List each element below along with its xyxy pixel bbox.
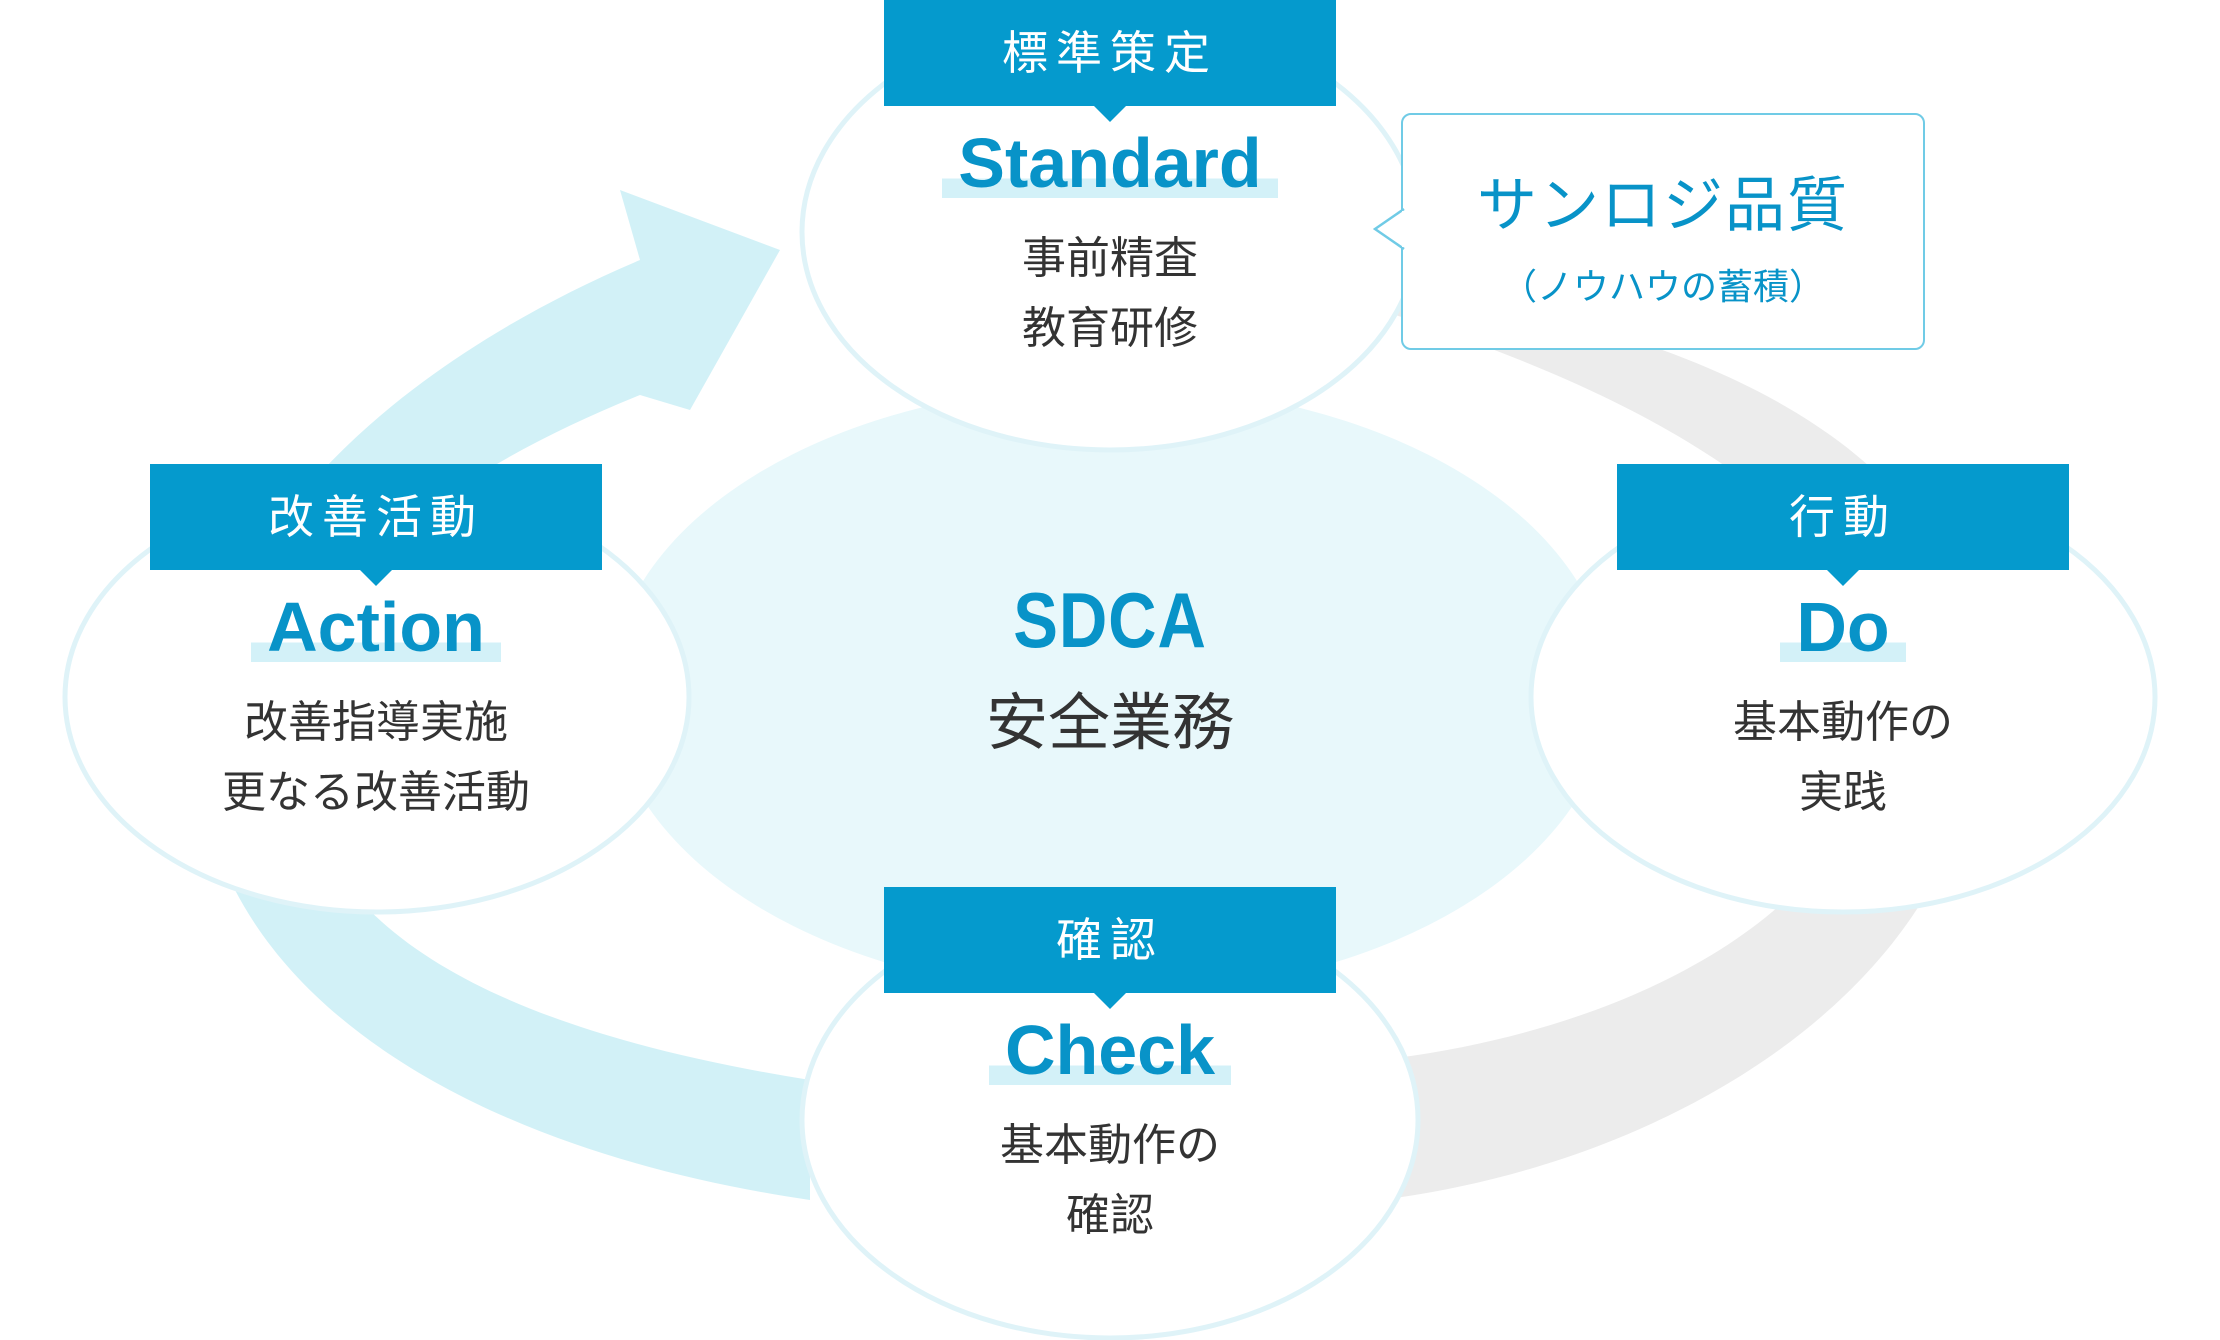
pointer-down-icon bbox=[1094, 106, 1126, 122]
node-do-en: Do bbox=[1780, 592, 1906, 662]
center-title: SDCA 安全業務 bbox=[960, 575, 1260, 762]
node-do: 行動 Do 基本動作の 実践 bbox=[1617, 464, 2069, 828]
node-action-desc: 改善指導実施 更なる改善活動 bbox=[222, 697, 530, 818]
node-do-label-box: 行動 bbox=[1617, 464, 2069, 586]
center-title-jp: 安全業務 bbox=[985, 686, 1234, 759]
center-ellipse bbox=[610, 385, 1610, 995]
cycle-arrow-left bbox=[198, 190, 810, 1200]
node-standard-label-box: 標準策定 bbox=[884, 0, 1336, 122]
node-do-label: 行動 bbox=[1789, 490, 1897, 544]
center-title-en: SDCA bbox=[1013, 576, 1207, 664]
node-check: 確認 Check 基本動作の 確認 bbox=[884, 887, 1336, 1251]
callout-subtitle: （ノウハウの蓄積） bbox=[1500, 267, 1825, 308]
node-check-en: Check bbox=[988, 1015, 1232, 1085]
node-action-label: 改善活動 bbox=[268, 490, 484, 544]
quality-callout: サンロジ品質 （ノウハウの蓄積） bbox=[1373, 113, 1925, 350]
node-action: 改善活動 Action 改善指導実施 更なる改善活動 bbox=[150, 464, 602, 828]
node-standard-en: Standard bbox=[942, 128, 1278, 198]
pointer-down-icon bbox=[1827, 570, 1859, 586]
callout-title: サンロジ品質 bbox=[1477, 171, 1849, 241]
node-check-label: 確認 bbox=[1056, 913, 1164, 967]
node-check-desc: 基本動作の 確認 bbox=[1000, 1120, 1220, 1241]
callout-tail-icon bbox=[1373, 207, 1405, 251]
node-action-label-box: 改善活動 bbox=[150, 464, 602, 586]
node-do-desc: 基本動作の 実践 bbox=[1733, 697, 1953, 818]
pointer-down-icon bbox=[1094, 993, 1126, 1009]
node-standard: 標準策定 Standard 事前精査 教育研修 bbox=[884, 0, 1336, 364]
node-standard-desc: 事前精査 教育研修 bbox=[1022, 233, 1198, 354]
node-action-en: Action bbox=[251, 592, 501, 662]
node-standard-label: 標準策定 bbox=[1002, 26, 1218, 80]
node-check-label-box: 確認 bbox=[884, 887, 1336, 1009]
pointer-down-icon bbox=[360, 570, 392, 586]
